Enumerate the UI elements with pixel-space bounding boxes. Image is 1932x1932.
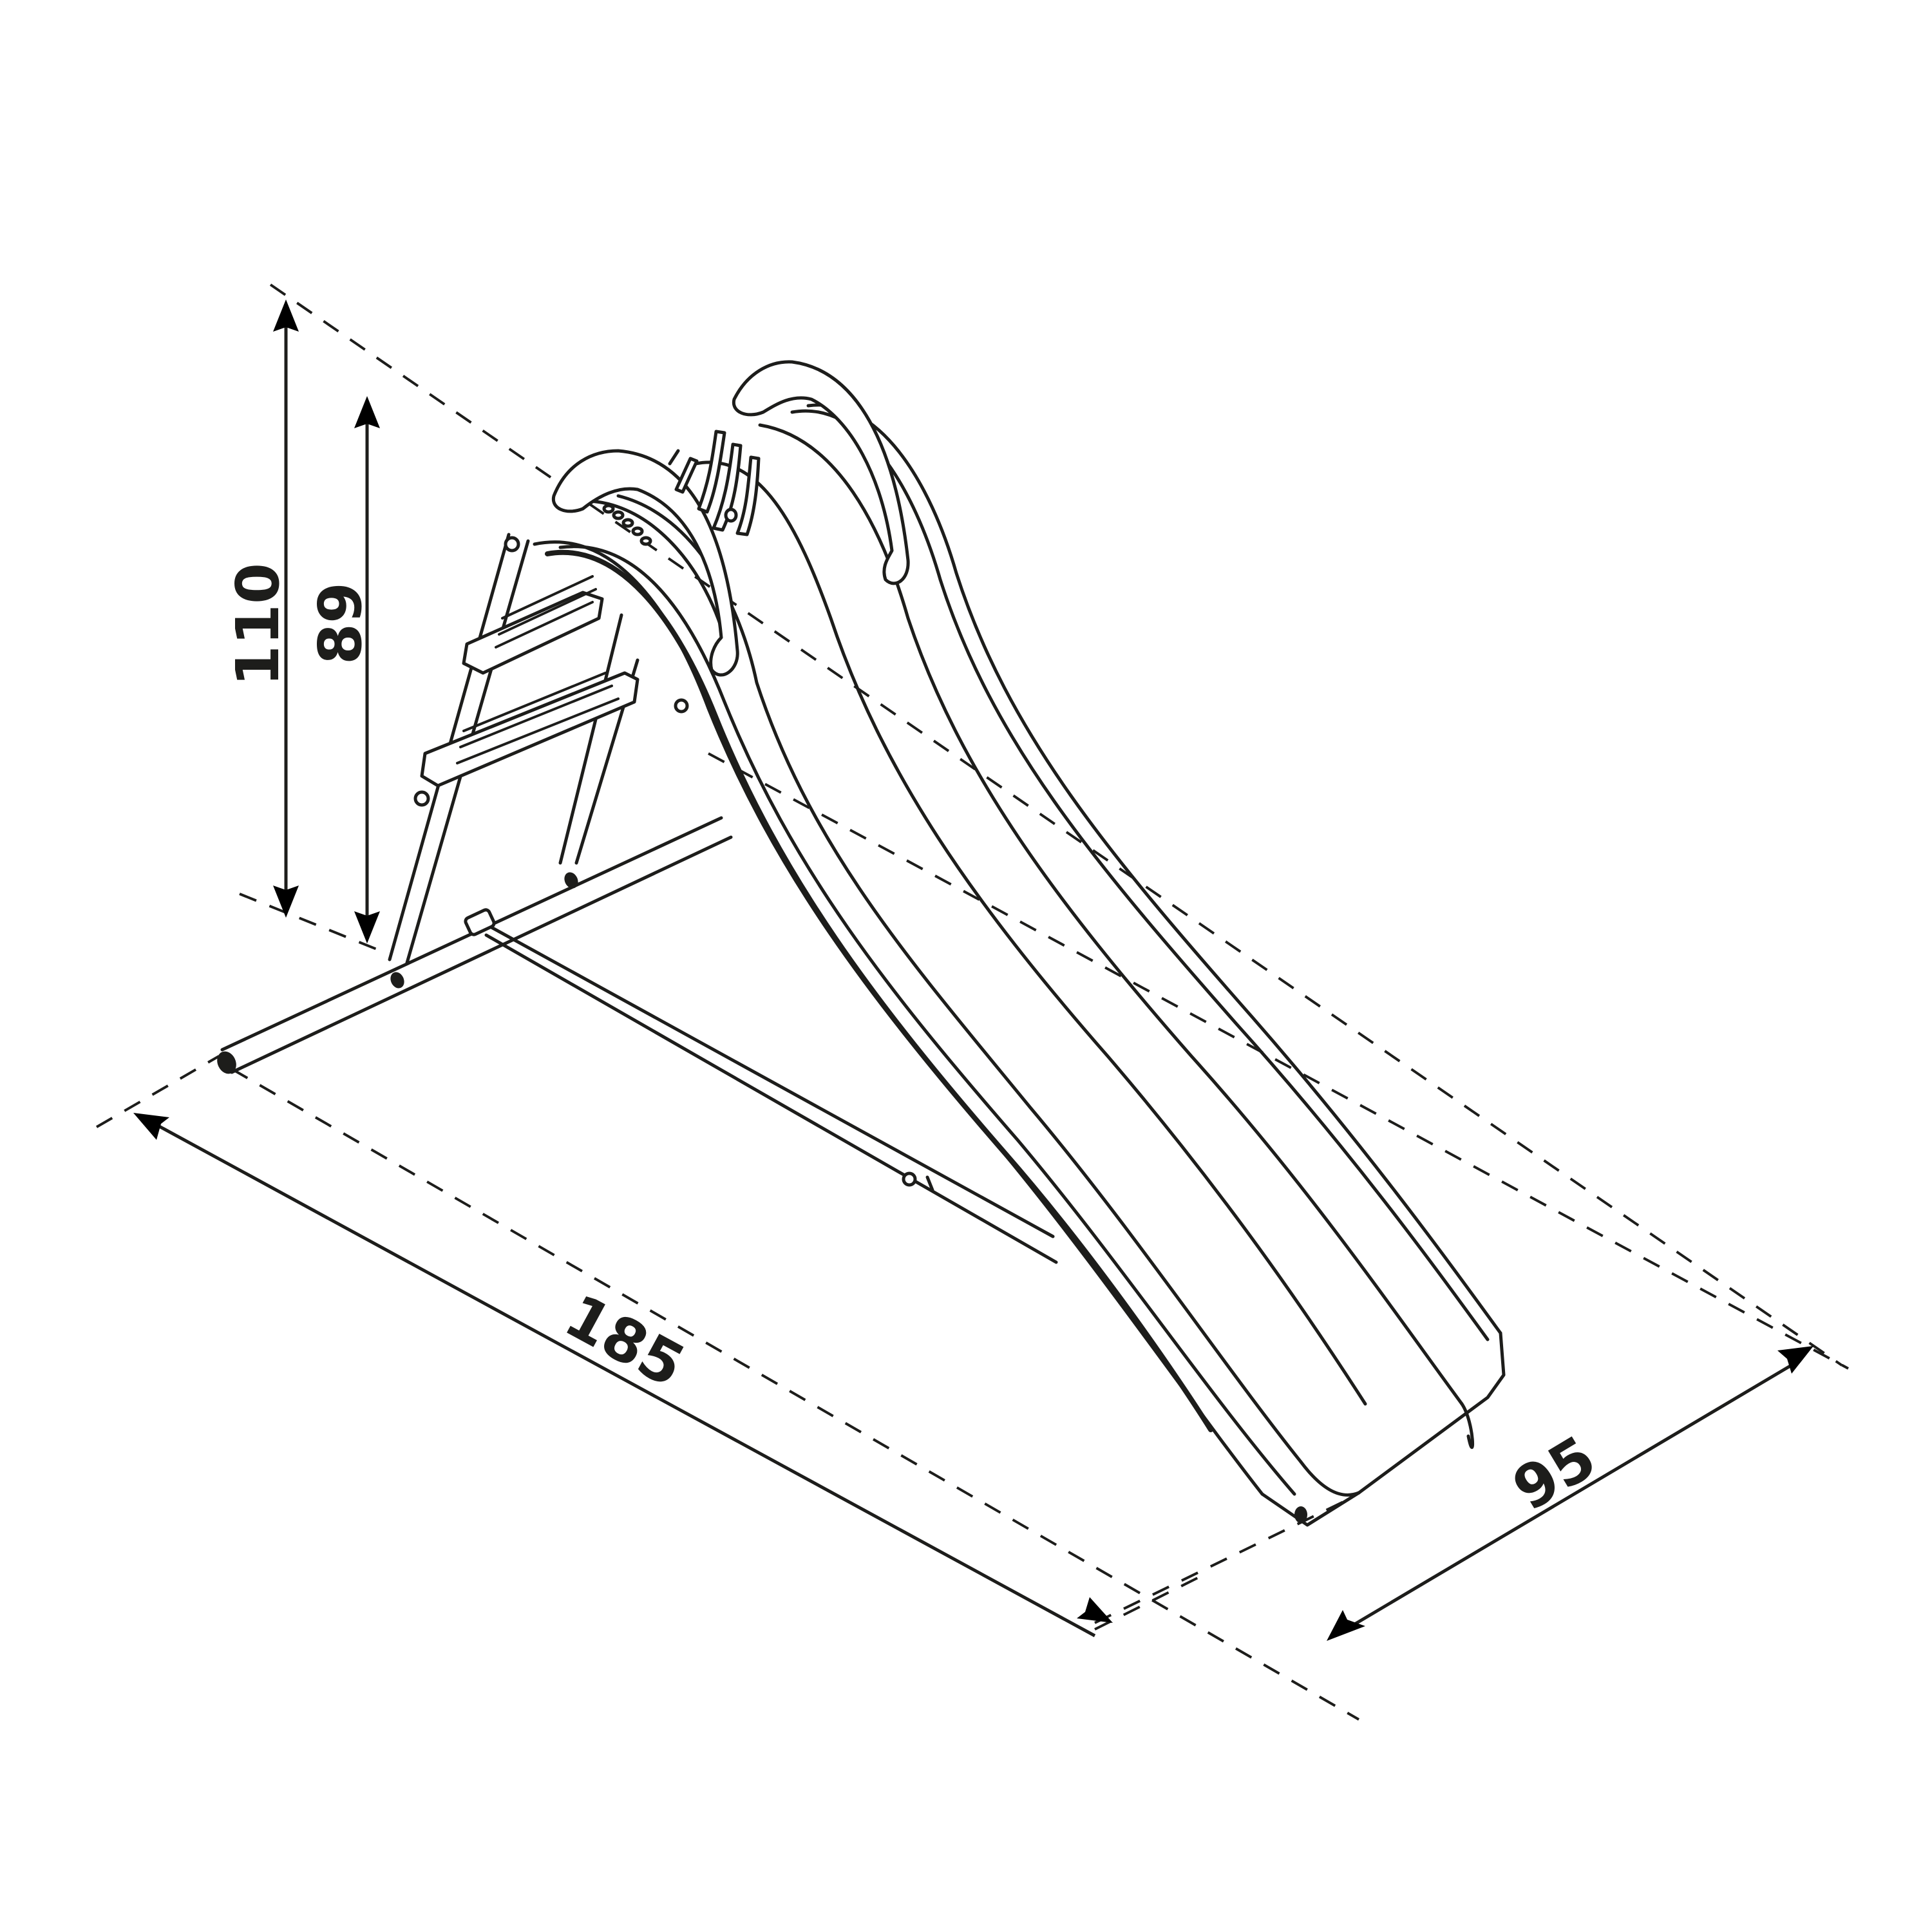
arrow-right-icon: [1777, 1346, 1814, 1374]
ladder-step-lower: [420, 671, 639, 788]
arrow-down-icon: [273, 886, 299, 918]
tube-clamp: [464, 908, 496, 936]
floor-extension-line: [239, 893, 387, 954]
arrow-up-icon: [354, 396, 380, 428]
dimension-label-110: 110: [223, 563, 292, 687]
tube-end-cap: [217, 1051, 236, 1074]
arrow-left-icon: [1327, 1610, 1365, 1641]
bolt-icon: [413, 790, 430, 807]
dimension-110: 110: [223, 299, 299, 918]
slide-chute: [533, 403, 1506, 1527]
dimension-89: 89: [306, 396, 380, 943]
ladder-step-upper: [462, 575, 604, 675]
length-end-extension-line: [1094, 1499, 1347, 1624]
extension-lines: [95, 283, 1849, 1721]
rear-handle: [668, 360, 910, 585]
ladder: [388, 533, 639, 965]
top-extension-line: [269, 283, 1843, 1367]
bolt-icon: [902, 1171, 917, 1187]
dimension-185: 185: [133, 1113, 1113, 1638]
bolt-icon: [1294, 1506, 1307, 1523]
dimension-95: 95: [1327, 1346, 1814, 1641]
arrow-up-icon: [273, 299, 299, 332]
dimension-label-95: 95: [1501, 1423, 1607, 1524]
arrow-right-icon: [1077, 1597, 1113, 1623]
bolt-icon: [674, 698, 689, 714]
platform-grip-tubes: [668, 430, 761, 536]
front-handle: [551, 449, 739, 677]
bolt-icon: [504, 536, 520, 553]
dimension-label-89: 89: [306, 582, 375, 665]
dimension-label-185: 185: [554, 1281, 696, 1401]
left-base-extension-line: [231, 1068, 1359, 1721]
bolt-icon: [390, 972, 404, 989]
bolt-icon: [564, 872, 578, 889]
grip-holes: [602, 504, 652, 546]
arrow-down-icon: [354, 911, 380, 943]
rear-extension-line: [708, 752, 1849, 1370]
base-frame: [217, 816, 1058, 1264]
arrow-left-icon: [133, 1113, 169, 1140]
length-start-extension-line: [95, 1055, 220, 1128]
